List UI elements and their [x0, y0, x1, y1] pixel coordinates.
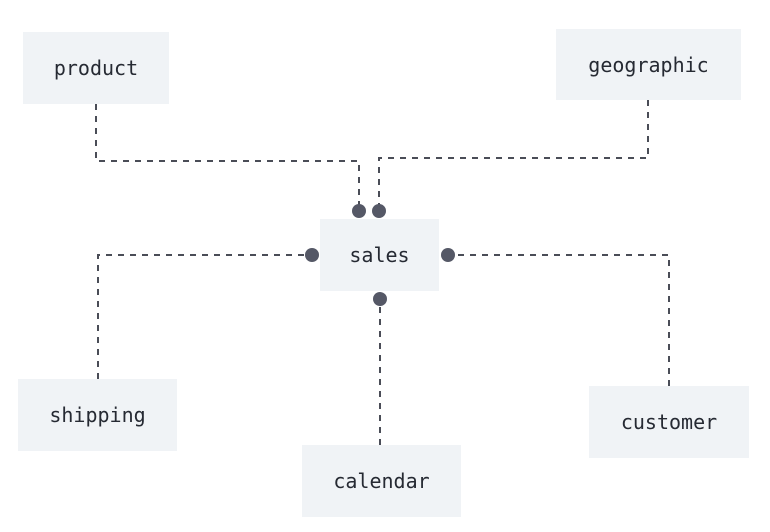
link-shipping-sales: [97, 254, 312, 379]
entity-sales[interactable]: sales: [320, 219, 439, 291]
link-product-sales: [95, 104, 360, 211]
entity-calendar[interactable]: calendar: [302, 445, 461, 517]
entity-product-label: product: [53, 56, 139, 80]
entity-shipping-label: shipping: [49, 403, 146, 427]
link-geographic-sales: [378, 100, 649, 211]
endpoint-product: [352, 204, 366, 218]
entity-calendar-label: calendar: [333, 469, 430, 493]
entity-customer-label: customer: [620, 410, 718, 434]
entity-geographic[interactable]: geographic: [556, 29, 741, 100]
link-customer-sales: [448, 254, 670, 386]
entity-sales-label: sales: [349, 243, 410, 267]
endpoint-geographic: [372, 204, 386, 218]
endpoint-shipping: [305, 248, 319, 262]
endpoint-calendar: [373, 292, 387, 306]
entity-shipping[interactable]: shipping: [18, 379, 177, 451]
endpoint-customer: [441, 248, 455, 262]
entity-product[interactable]: product: [23, 32, 169, 104]
entity-customer[interactable]: customer: [589, 386, 749, 458]
entity-geographic-label: geographic: [588, 52, 709, 77]
